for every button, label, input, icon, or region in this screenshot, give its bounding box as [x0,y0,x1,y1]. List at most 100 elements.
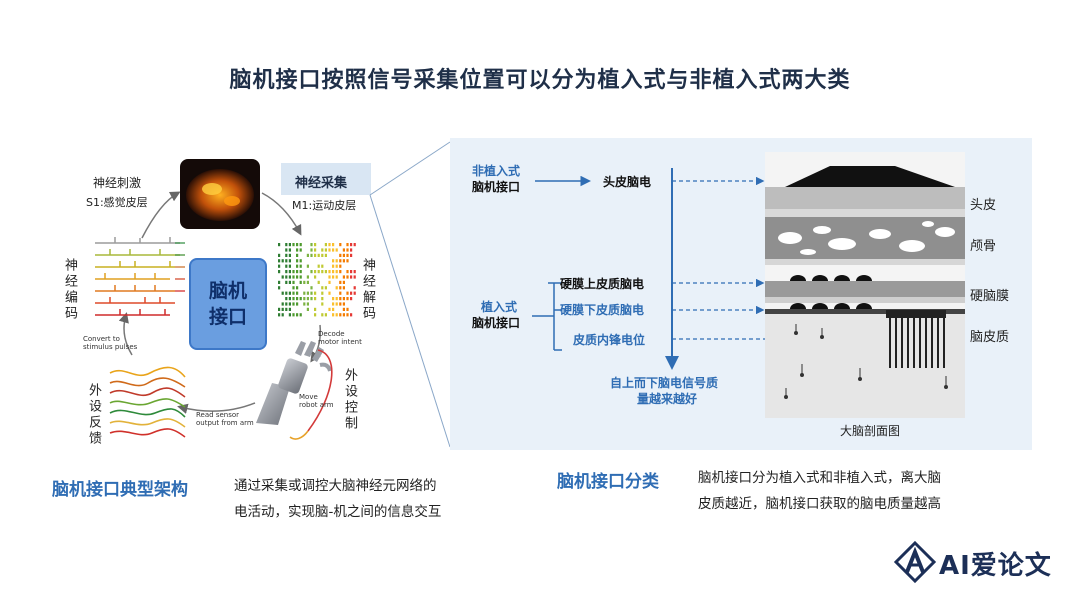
raster-tick [342,280,345,284]
sampling-tag: 神经采集 [281,163,371,195]
raster-tick [346,243,349,247]
raster-tick [335,313,338,317]
subdural-ecog-label: 硬膜下皮质脑电 [560,303,645,317]
raster-tick [285,243,288,247]
raster-tick [299,243,302,247]
raster-tick [321,270,324,274]
raster-tick [339,302,342,306]
raster-tick [306,264,309,268]
raster-tick [346,307,349,311]
layer-scalp-label: 头皮 [970,198,997,213]
raster-tick [288,270,291,274]
raster-tick [292,291,295,295]
raster-tick [306,280,309,284]
epidural-ecog-label: 硬膜上皮质脑电 [560,277,645,291]
raster-tick [285,248,288,252]
raster-tick [317,270,320,274]
raster-tick [353,286,356,290]
page-title: 脑机接口按照信号采集位置可以分为植入式与非植入式两大类 [229,68,851,93]
encode-horizontal-lines [175,242,185,292]
raster-tick [281,302,284,306]
raster-tick [324,253,327,257]
flow-arrow-bottom [177,402,256,414]
decode-label: 神经解码 [360,258,375,322]
raster-tick [332,307,335,311]
flow-arrow-top-left [141,191,181,239]
raster-tick [317,253,320,257]
raster-tick [292,275,295,279]
raster-tick [342,307,345,311]
raster-tick [339,270,342,274]
raster-tick [299,248,302,252]
raster-tick [281,313,284,317]
raster-tick [346,313,349,317]
decode-intent-note: Decode motor intent [318,330,362,346]
architecture-desc-line2: 电活动，实现脑-机之间的信息交互 [234,504,442,520]
raster-tick [339,253,342,257]
raster-tick [346,253,349,257]
raster-tick [342,286,345,290]
raster-tick [332,248,335,252]
classification-desc-line1: 脑机接口分为植入式和非植入式，离大脑 [698,470,941,486]
noninvasive-label: 非植入式 [472,164,521,178]
robot-arm [256,341,333,440]
raster-tick [292,270,295,274]
raster-tick [278,264,281,268]
raster-tick [335,264,338,268]
raster-tick [353,291,356,295]
raster-tick [346,259,349,263]
architecture-section-title: 脑机接口典型架构 [52,480,188,500]
raster-tick [339,259,342,263]
logo-mark-icon [893,540,937,584]
raster-tick [288,243,291,247]
raster-tick [310,253,313,257]
raster-tick [288,280,291,284]
raster-tick [324,313,327,317]
raster-tick [296,275,299,279]
raster-tick [296,291,299,295]
raster-tick [310,286,313,290]
raster-tick [335,275,338,279]
raster-tick [303,291,306,295]
raster-tick [288,264,291,268]
raster-tick [314,313,317,317]
raster-tick [285,270,288,274]
raster-tick [306,291,309,295]
raster-tick [299,313,302,317]
classification-svg [532,152,965,418]
raster-tick [303,280,306,284]
raster-tick [310,270,313,274]
noninvasive-bci-label: 脑机接口 [472,180,521,194]
bci-center-box: 脑机 接口 [189,258,267,350]
raster-tick [350,253,353,257]
architecture-desc-line1: 通过采集或调控大脑神经元网络的 [234,478,437,494]
raster-tick [321,291,324,295]
raster-tick [281,275,284,279]
raster-tick [278,259,281,263]
feedback-waves [109,366,186,438]
raster-tick [296,286,299,290]
raster-tick [310,291,313,295]
raster-tick [296,264,299,268]
raster-tick [285,264,288,268]
raster-tick [306,302,309,306]
raster-tick [288,253,291,257]
logo-text: AI爱论文 [939,551,1052,581]
raster-tick [281,291,284,295]
classification-desc-line2: 皮质越近，脑机接口获取的脑电质量越高 [698,496,941,512]
raster-tick [339,264,342,268]
raster-tick [278,270,281,274]
raster-tick [314,275,317,279]
raster-tick [328,275,331,279]
raster-tick [321,253,324,257]
layer-skull-label: 颅骨 [970,239,997,254]
stim-title: 神经刺激 [93,176,142,190]
layer-cortex-label: 脑皮质 [970,330,1010,345]
raster-tick [314,243,317,247]
invasive-bci-label: 脑机接口 [472,316,521,330]
raster-tick [339,280,342,284]
raster-tick [342,297,345,301]
raster-tick [285,275,288,279]
raster-tick [288,275,291,279]
raster-tick [342,275,345,279]
